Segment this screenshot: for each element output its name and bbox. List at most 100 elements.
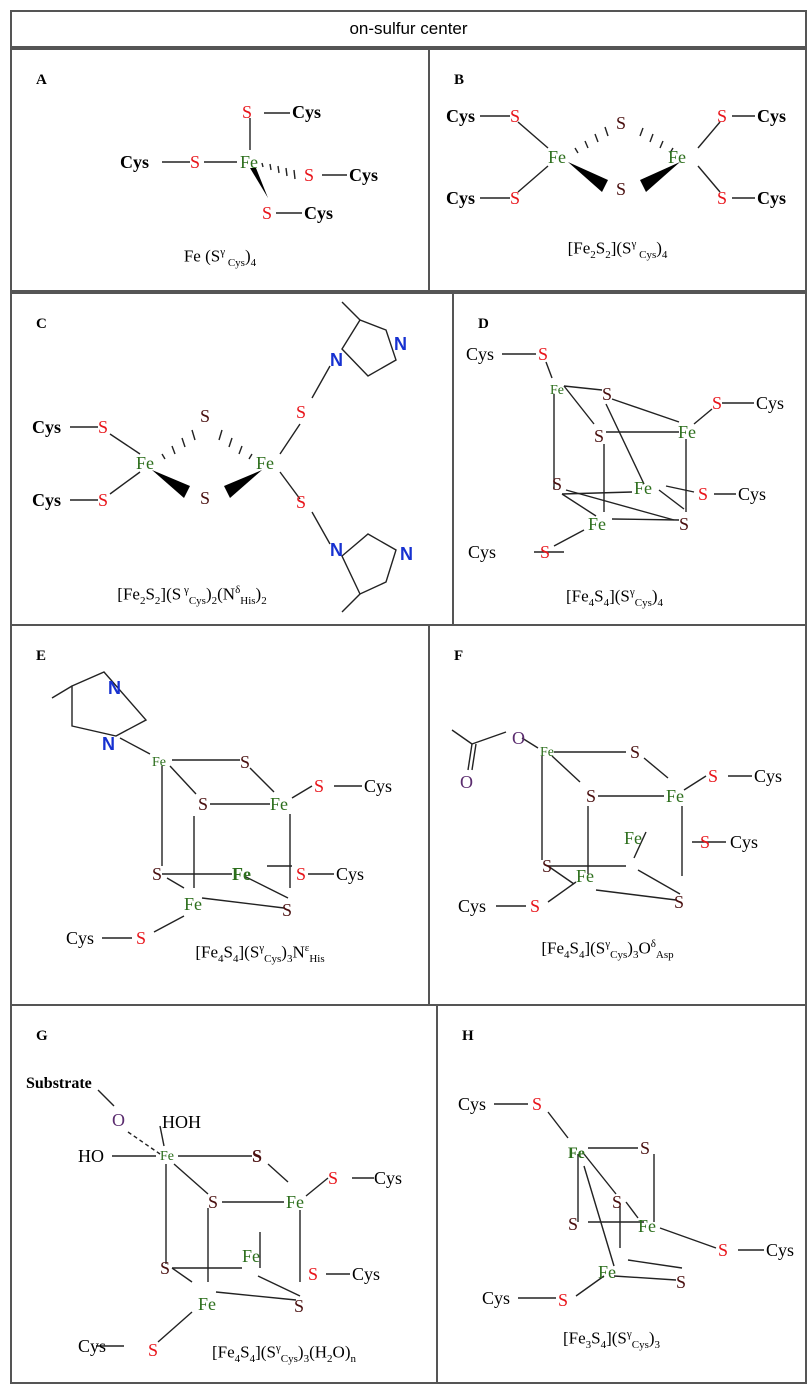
- atom-s: S: [200, 488, 210, 508]
- atom-s: S: [612, 1192, 622, 1212]
- panel-d: D Cys S Fe S S: [452, 292, 807, 626]
- formula-e: [Fe4S4](SγCys)3NεHis: [195, 942, 325, 966]
- panel-label: F: [454, 648, 464, 664]
- atom-s: S: [510, 188, 520, 208]
- atom-cys: Cys: [757, 106, 786, 126]
- atom-s: S: [152, 864, 162, 884]
- atom-s: S: [530, 896, 540, 916]
- atom-cys: Cys: [352, 1264, 380, 1284]
- atom-s: S: [190, 152, 200, 172]
- atom-cys: Cys: [446, 106, 475, 126]
- atom-s: S: [674, 892, 684, 912]
- atom-cys: Cys: [754, 766, 782, 786]
- formula-d: [Fe4S4](SγCys)4: [565, 586, 664, 610]
- atom-fe: Fe: [668, 147, 686, 167]
- atom-s: S: [594, 426, 604, 446]
- atom-s: S: [712, 393, 722, 413]
- atom-cys: Cys: [446, 188, 475, 208]
- atom-fe: Fe: [240, 152, 258, 172]
- formula-a: Fe (Sγ Cys)4: [183, 246, 257, 270]
- atom-s: S: [308, 1264, 318, 1284]
- atom-s: S: [98, 417, 108, 437]
- atom-fe: Fe: [624, 828, 642, 848]
- formula-b: [Fe2S2](Sγ Cys)4: [567, 238, 668, 262]
- atom-s: S: [294, 1296, 304, 1316]
- atom-s: S: [252, 1146, 262, 1166]
- atom-fe: Fe: [160, 1149, 174, 1164]
- atom-s: S: [198, 794, 208, 814]
- atom-s: S: [510, 106, 520, 126]
- atom-s: S: [718, 1240, 728, 1260]
- atom-s: S: [640, 1138, 650, 1158]
- formula-c: [Fe2S2](S γCys)2(NδHis)2: [117, 584, 267, 608]
- atom-s: S: [552, 474, 562, 494]
- atom-o: O: [512, 728, 525, 748]
- atom-fe: Fe: [634, 478, 652, 498]
- atom-s: S: [616, 179, 626, 199]
- atom-cys: Cys: [730, 832, 758, 852]
- panel-e: E N N Fe S S: [10, 624, 430, 1006]
- atom-hoh: HOH: [162, 1112, 201, 1132]
- panel-label: E: [36, 648, 47, 664]
- atom-fe: Fe: [256, 453, 274, 473]
- atom-s: S: [136, 928, 146, 948]
- panel-g: G Substrate O HOH HO: [10, 1004, 438, 1384]
- atom-fe: Fe: [666, 786, 684, 806]
- atom-cys: Cys: [66, 928, 94, 948]
- panel-a: A S Cys Cys S Fe S Cys S Cys Fe (Sγ Cys)…: [10, 48, 430, 292]
- atom-s: S: [282, 900, 292, 920]
- atom-s: S: [532, 1094, 542, 1114]
- panel-h: H Cys S Fe S S S Fe S Cys: [436, 1004, 807, 1384]
- atom-n: N: [400, 544, 413, 564]
- atom-cys: Cys: [757, 188, 786, 208]
- atom-s: S: [700, 832, 710, 852]
- atom-s: S: [679, 514, 689, 534]
- structure-a: S Cys Cys S Fe S Cys S Cys: [120, 102, 378, 223]
- panel-label: A: [36, 72, 47, 88]
- atom-s: S: [602, 384, 612, 404]
- atom-s: S: [717, 106, 727, 126]
- atom-s: S: [262, 203, 272, 223]
- atom-fe: Fe: [550, 383, 564, 398]
- atom-cys: Cys: [738, 484, 766, 504]
- atom-cys: Cys: [78, 1336, 106, 1356]
- atom-cys: Cys: [458, 896, 486, 916]
- structure-d: Cys S Fe S S Fe S Cys S Fe S Cys Fe S Cy…: [466, 344, 784, 562]
- atom-cys: Cys: [466, 344, 494, 364]
- atom-s: S: [540, 542, 550, 562]
- atom-s: S: [242, 102, 252, 122]
- atom-s: S: [314, 776, 324, 796]
- atom-s: S: [208, 1192, 218, 1212]
- atom-fe: Fe: [184, 894, 202, 914]
- panel-label: H: [462, 1028, 474, 1044]
- atom-fe: Fe: [568, 1145, 585, 1162]
- atom-cys: Cys: [374, 1168, 402, 1188]
- structure-c: Cys S Cys S Fe Fe S S S S N N N N: [32, 301, 413, 613]
- formula-h: [Fe3S4](SγCys)3: [562, 1328, 661, 1352]
- atom-fe: Fe: [242, 1246, 260, 1266]
- atom-fe: Fe: [588, 514, 606, 534]
- panel-f: F O O Fe S: [428, 624, 807, 1006]
- panel-label: C: [36, 316, 47, 332]
- atom-s: S: [296, 402, 306, 422]
- atom-s: S: [698, 484, 708, 504]
- atom-fe: Fe: [598, 1262, 616, 1282]
- atom-cys: Cys: [32, 417, 61, 437]
- atom-s: S: [717, 188, 727, 208]
- atom-cys: Cys: [336, 864, 364, 884]
- formula-f: [Fe4S4](SγCys)3OδAsp: [541, 938, 674, 962]
- formula-g: [Fe4S4](SγCys)3(H2O)n: [212, 1342, 356, 1366]
- atom-substrate: Substrate: [26, 1075, 92, 1092]
- atom-s: S: [676, 1272, 686, 1292]
- structure-g: Substrate O HOH HO Fe S S Cys S Fe S Fe …: [26, 1075, 402, 1360]
- panel-label: G: [36, 1028, 48, 1044]
- atom-fe: Fe: [152, 755, 166, 770]
- structure-b: Cys S Cys S Fe Fe S S S Cys S Cys: [446, 106, 786, 208]
- figure-header: on-sulfur center: [10, 10, 807, 48]
- atom-s: S: [630, 742, 640, 762]
- atom-n: N: [102, 734, 115, 754]
- atom-s: S: [328, 1168, 338, 1188]
- atom-fe: Fe: [136, 453, 154, 473]
- atom-o: O: [112, 1110, 125, 1130]
